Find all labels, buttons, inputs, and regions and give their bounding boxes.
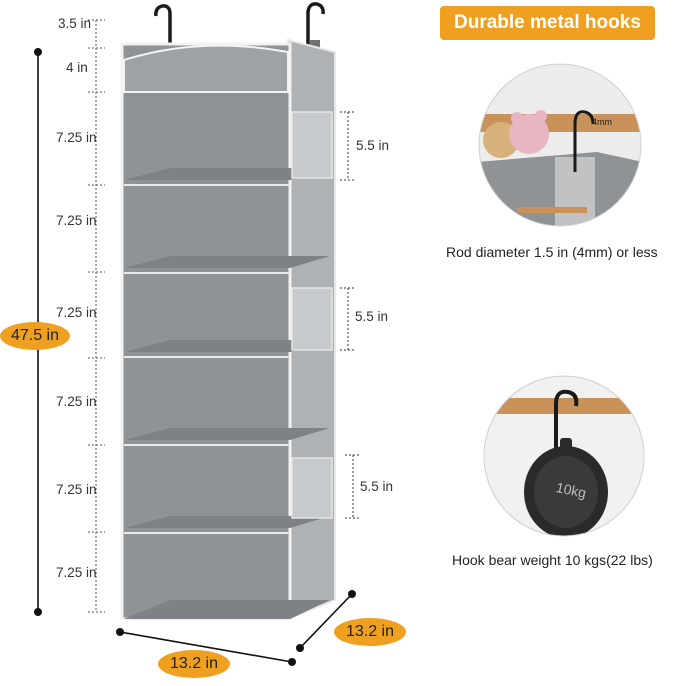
left-hook-icon (154, 4, 172, 48)
depth-badge: 13.2 in (334, 618, 406, 646)
depth-label: 13.2 in (345, 623, 395, 640)
height-label-shelf-4: 7.25 in (56, 394, 97, 409)
height-label-shelf-2: 7.25 in (56, 213, 97, 228)
pocket-label-bottom: 5.5 in (360, 479, 394, 494)
height-label-top-compartment: 4 in (66, 60, 88, 75)
height-label-shelf-5: 7.25 in (56, 482, 97, 497)
total-height-label: 47.5 in (10, 327, 60, 344)
pocket-label-middle: 5.5 in (355, 309, 389, 324)
height-label-shelf-1: 7.25 in (56, 130, 97, 145)
right-hook-icon (306, 2, 325, 52)
durable-hooks-badge: Durable metal hooks (440, 6, 655, 40)
total-height-badge: 47.5 in (0, 322, 70, 350)
pocket-label-top: 5.5 in (356, 138, 390, 153)
width-label: 13.2 in (169, 655, 219, 672)
weight-inset-illustration (483, 375, 645, 537)
gap-label: 4mm (592, 117, 612, 127)
hook-weight-caption: Hook bear weight 10 kgs(22 lbs) (452, 552, 653, 568)
rod-diameter-caption: Rod diameter 1.5 in (4mm) or less (446, 244, 658, 260)
height-label-shelf-3: 7.25 in (56, 305, 97, 320)
rod-inset-illustration (478, 63, 642, 227)
height-label-shelf-6: 7.25 in (56, 565, 97, 580)
width-badge: 13.2 in (158, 650, 230, 678)
height-label-top-hook: 3.5 in (58, 16, 92, 31)
